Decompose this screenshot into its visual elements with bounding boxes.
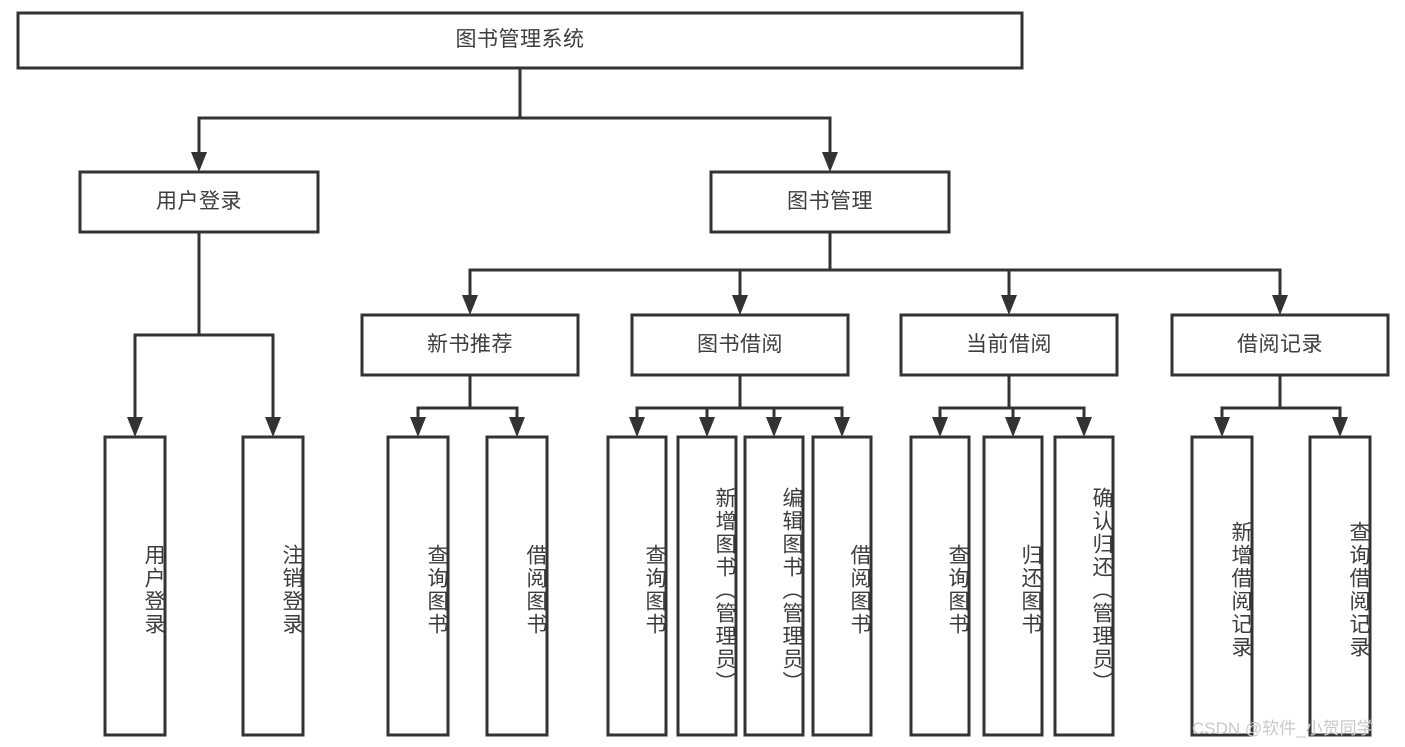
node-box-leaf-borrow-0[interactable]: [606, 435, 668, 737]
arrow-newbooks-leaf-1: [509, 417, 525, 437]
arrow-bm-to-new-book: [462, 295, 478, 315]
arrow-borrow-leaf-1: [699, 417, 715, 437]
node-box-new-book-recommend[interactable]: [360, 313, 580, 377]
node-box-leaf-current-0[interactable]: [909, 435, 971, 737]
arrow-root-to-book-management: [822, 152, 838, 172]
connector-new-book-recommend: [416, 373, 519, 427]
node-box-leaf-borrow-2[interactable]: [743, 435, 805, 737]
arrow-current-leaf-0: [932, 417, 948, 437]
node-box-leaf-new-books-0[interactable]: [386, 435, 450, 737]
arrow-bm-to-borrow-record: [1272, 295, 1288, 315]
node-box-leaf-user-login-1[interactable]: [241, 435, 305, 737]
connector-current-borrow: [938, 373, 1086, 427]
node-box-root[interactable]: [16, 11, 1024, 70]
arrow-borrow-leaf-0: [629, 417, 645, 437]
node-box-leaf-records-0[interactable]: [1190, 435, 1254, 737]
connector-user-login: [133, 230, 275, 427]
connector-borrow-record: [1220, 373, 1342, 427]
node-box-leaf-new-books-1[interactable]: [485, 435, 549, 737]
node-box-borrow-record[interactable]: [1170, 313, 1390, 377]
arrow-bm-to-current-borrow: [1001, 295, 1017, 315]
arrow-current-leaf-2: [1076, 417, 1092, 437]
node-box-leaf-borrow-3[interactable]: [811, 435, 873, 737]
connector-book-management: [468, 230, 1282, 305]
arrow-records-leaf-1: [1332, 417, 1348, 437]
connector-book-borrow: [635, 373, 844, 427]
connector-root: [197, 66, 832, 162]
node-box-book-management[interactable]: [709, 170, 951, 234]
arrow-newbooks-leaf-0: [410, 417, 426, 437]
arrow-root-to-user-login: [191, 152, 207, 172]
node-box-leaf-records-1[interactable]: [1308, 435, 1372, 737]
node-box-leaf-current-1[interactable]: [982, 435, 1044, 737]
arrow-user-login-leaf-0: [127, 417, 143, 437]
node-box-leaf-current-2[interactable]: [1053, 435, 1115, 737]
node-box-current-borrow[interactable]: [899, 313, 1119, 377]
node-box-leaf-borrow-1[interactable]: [676, 435, 738, 737]
arrow-user-login-leaf-1: [265, 417, 281, 437]
node-box-book-borrow[interactable]: [630, 313, 850, 377]
arrow-borrow-leaf-3: [834, 417, 850, 437]
node-box-user-login[interactable]: [78, 170, 320, 234]
arrow-bm-to-book-borrow: [732, 295, 748, 315]
arrow-borrow-leaf-2: [766, 417, 782, 437]
node-box-leaf-user-login-0[interactable]: [103, 435, 167, 737]
arrow-records-leaf-0: [1214, 417, 1230, 437]
arrow-current-leaf-1: [1005, 417, 1021, 437]
